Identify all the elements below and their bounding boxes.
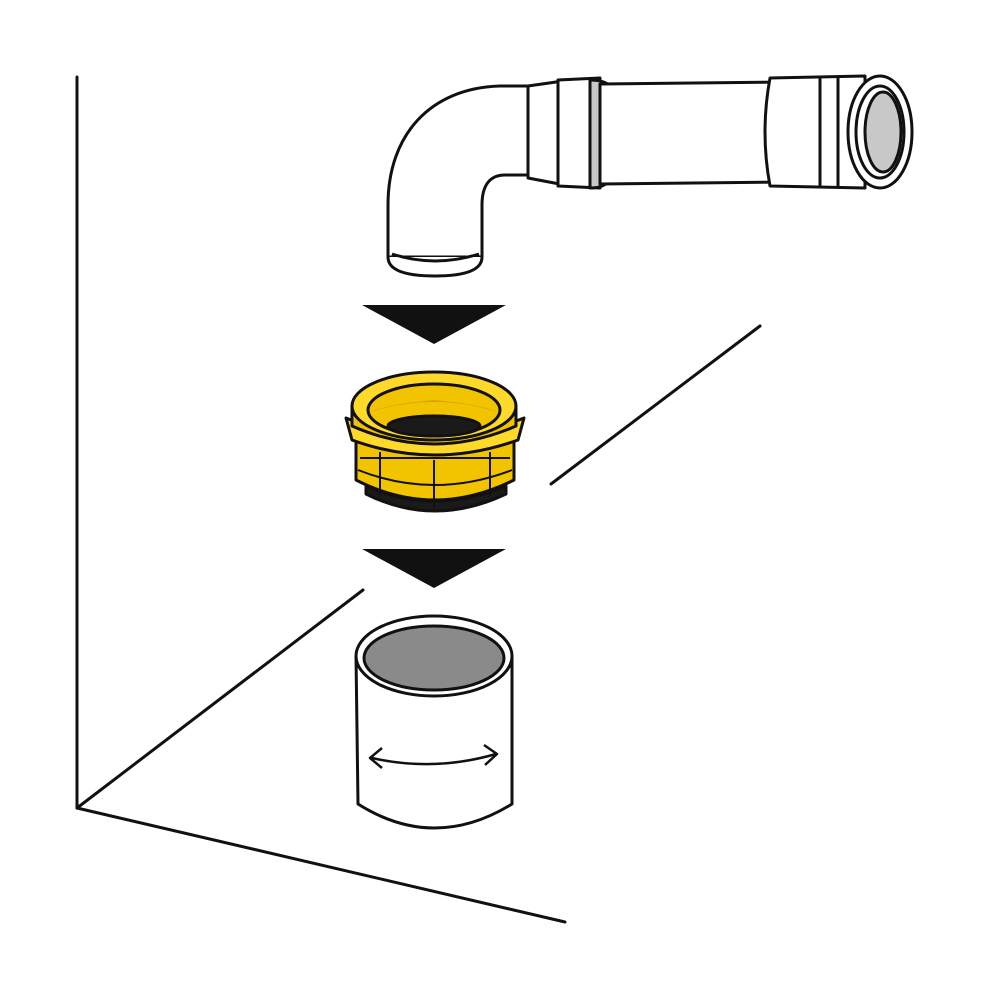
down-arrow-icon [362,549,506,588]
elbow-bend [386,84,530,259]
floor-edge-line [75,806,567,924]
rotate-arrow-icon [368,743,499,769]
room-corner [75,75,762,924]
pipe-sleeve-icon [354,614,514,830]
elbow-pipe-icon [386,74,914,278]
down-arrow-icon [362,305,506,344]
pipe-coupling [763,74,867,190]
floor-diagonal-lower [75,588,365,810]
rotate-head-right [483,743,499,766]
pipe-end-inner [863,90,903,174]
straight-pipe [598,80,787,186]
adapter-inner-seal [386,414,482,438]
sleeve-inner [362,624,506,692]
sleeve-body [354,654,514,830]
rotate-arc [371,752,497,766]
threaded-adapter-icon [344,370,526,513]
floor-diagonal-upper [549,324,762,486]
rotate-head-left [368,747,383,769]
elbow-bottom-rim [386,256,484,278]
elbow-bottom-band [391,252,480,263]
